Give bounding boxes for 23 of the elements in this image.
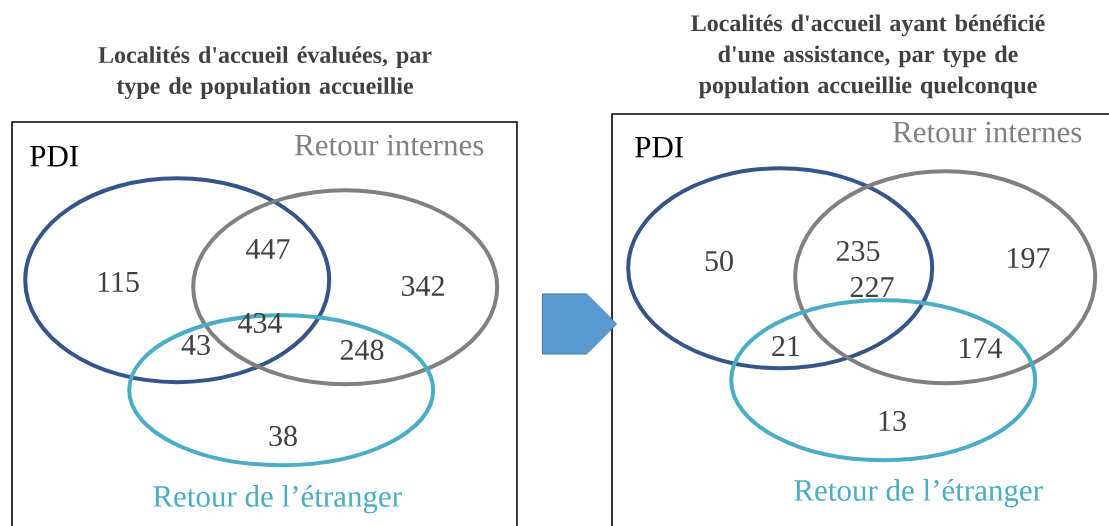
node-label: Retour internes [892, 121, 1082, 143]
venn-count: 13 [879, 410, 906, 432]
venn-count: 235 [836, 240, 880, 262]
venn-count: 434 [238, 312, 283, 334]
node-label: PDI [30, 146, 79, 167]
venn-count: 342 [401, 275, 444, 297]
venn-count: 21 [772, 336, 800, 356]
node-label: PDI [635, 137, 684, 158]
venn-count: 115 [98, 271, 139, 293]
venn-count: 197 [1008, 247, 1050, 269]
node-label: Localités d'accueil ayant bénéficié d'une assistance, par type de population accueillie quelconque [691, 14, 1045, 99]
node-label: Retour internes [294, 134, 484, 156]
block-arrow [542, 293, 617, 355]
venn-count: 38 [269, 425, 297, 447]
venn-count: 43 [181, 334, 210, 356]
venn-count: 248 [340, 339, 384, 361]
node-label: Retour de l’étranger [153, 485, 402, 514]
node-label: Localités d'accueil évaluées, par type de population accueillie [98, 46, 432, 100]
venn-count: 50 [705, 250, 733, 272]
venn-count: 174 [960, 338, 1003, 358]
node-label: Retour de l’étranger [794, 479, 1043, 508]
venn-count: 227 [850, 277, 894, 297]
venn-count: 447 [246, 239, 290, 259]
